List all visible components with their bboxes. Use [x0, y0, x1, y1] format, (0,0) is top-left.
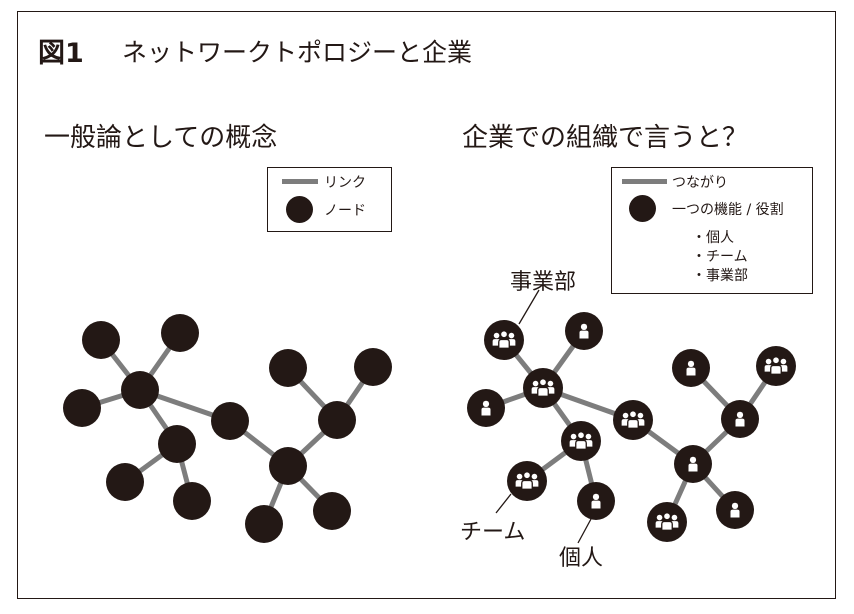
group-icon	[763, 356, 789, 375]
node-group	[484, 320, 524, 360]
legend-item-individual: ・個人	[692, 230, 734, 246]
group-icon	[491, 330, 517, 349]
node	[211, 402, 249, 440]
node-person	[674, 445, 712, 483]
callout-pointers	[495, 289, 592, 544]
callout-division: 事業部	[510, 270, 576, 295]
node-person	[672, 349, 710, 387]
node	[269, 447, 307, 485]
node-group	[561, 421, 601, 461]
node	[158, 425, 196, 463]
group-icon	[514, 471, 540, 490]
legend-item-division: ・事業部	[692, 268, 748, 284]
group-icon	[530, 378, 556, 397]
node-person	[716, 491, 754, 529]
node-group	[523, 368, 563, 408]
pointer-team	[495, 493, 512, 514]
node-group	[647, 502, 687, 542]
left-heading: 一般論としての概念	[44, 123, 278, 153]
right-legend: つながり 一つの機能 / 役割 ・個人 ・チーム ・事業部	[611, 167, 813, 294]
node	[318, 401, 356, 439]
node-group	[507, 461, 547, 501]
figure-title: ネットワークトポロジーと企業	[122, 38, 473, 67]
legend-connection-swatch	[622, 179, 667, 184]
legend-link-label: リンク	[324, 175, 366, 191]
legend-role-swatch	[629, 195, 656, 222]
node-person	[721, 400, 759, 438]
node-person	[577, 482, 615, 520]
node	[173, 482, 211, 520]
group-icon	[620, 410, 646, 429]
figure-label: 図1	[38, 38, 84, 69]
legend-node-label: ノード	[324, 203, 366, 219]
node	[354, 348, 392, 386]
node	[106, 463, 144, 501]
group-icon	[568, 431, 594, 450]
pointer-individual	[577, 518, 592, 544]
node	[269, 349, 307, 387]
left-legend: リンク ノード	[267, 167, 392, 232]
right-heading: 企業での組織で言うと？	[462, 123, 749, 153]
node-person	[467, 389, 505, 427]
node	[82, 321, 120, 359]
legend-connection-label: つながり	[672, 175, 728, 191]
left-nodes	[63, 314, 392, 543]
node-group	[756, 346, 796, 386]
node-person	[565, 312, 603, 350]
right-nodes	[467, 312, 796, 542]
pointer-division	[518, 289, 540, 325]
node-group	[613, 400, 653, 440]
node	[245, 505, 283, 543]
node	[313, 492, 351, 530]
node	[121, 371, 159, 409]
node	[161, 314, 199, 352]
callout-individual: 個人	[559, 546, 603, 571]
legend-role-label: 一つの機能 / 役割	[672, 202, 784, 218]
node	[63, 389, 101, 427]
figure-frame	[17, 11, 836, 599]
legend-node-swatch	[286, 196, 313, 223]
callout-team: チーム	[460, 520, 525, 545]
legend-link-swatch	[282, 179, 318, 184]
legend-item-team: ・チーム	[692, 249, 748, 265]
group-icon	[654, 512, 680, 531]
